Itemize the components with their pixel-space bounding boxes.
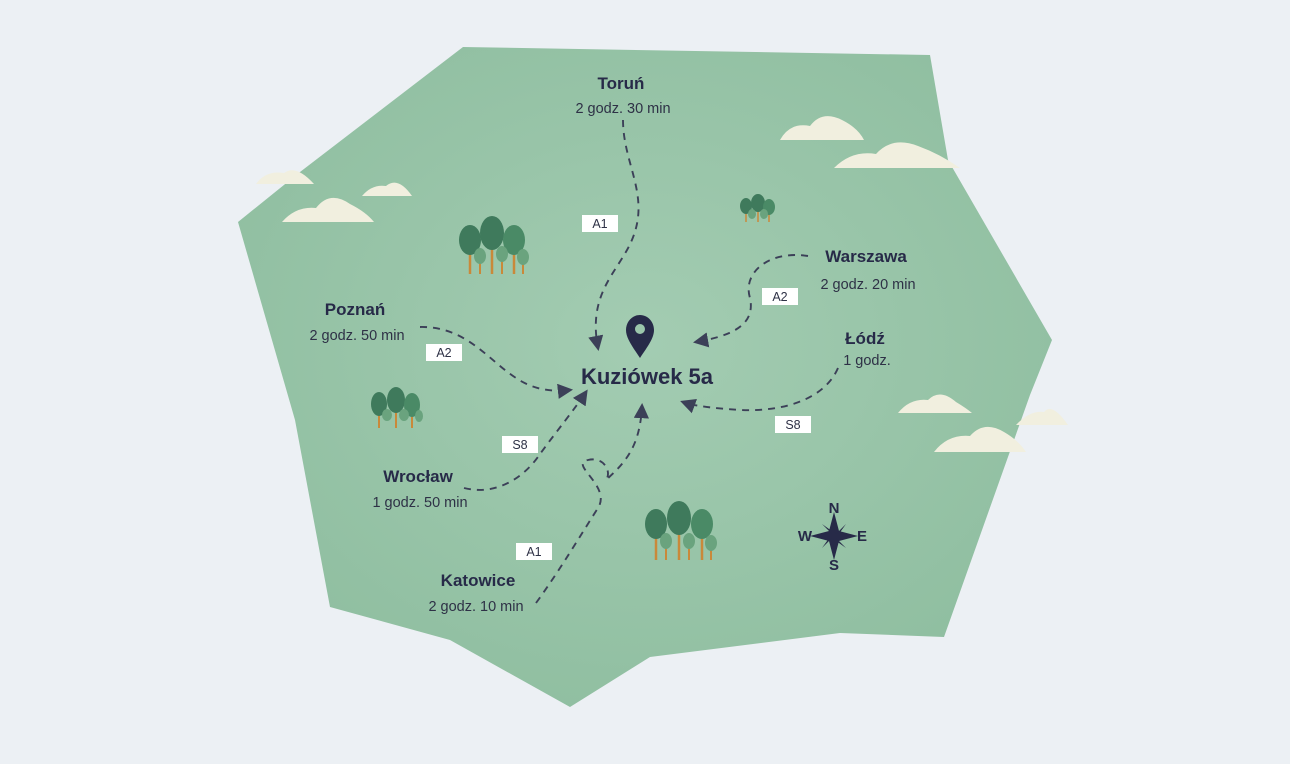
city-poznan: Poznań 2 godz. 50 min [309,300,404,344]
city-travel-time: 2 godz. 20 min [820,277,915,293]
city-lodz: Łódź 1 godz. [843,329,891,369]
cloud-icon [1016,408,1068,425]
road-badge-torun: A1 [582,215,618,232]
route-warszawa [693,254,809,348]
city-torun: Toruń 2 godz. 30 min [575,74,670,117]
route-wroclaw [463,389,588,491]
map-pin-icon [626,315,654,358]
svg-text:S8: S8 [785,418,800,432]
road-badge-katowice: A1 [516,543,552,560]
route-lodz [680,367,839,414]
route-poznan [419,326,574,399]
city-name: Toruń [598,74,645,93]
city-name: Wrocław [383,467,453,486]
forest-icon [645,501,717,560]
city-warszawa: Warszawa 2 godz. 20 min [820,247,915,293]
city-travel-time: 2 godz. 30 min [575,101,670,117]
cloud-icon [898,394,972,413]
road-badge-poznan: A2 [426,344,462,361]
cloud-icon [282,197,374,222]
cloud-icon [934,426,1026,452]
compass-west: W [798,528,813,545]
cloud-icon [780,116,864,140]
forest-icon [459,216,529,274]
compass-south: S [829,557,839,574]
city-katowice: Katowice 2 godz. 10 min [428,571,523,615]
route-torun [588,119,640,351]
road-badge-warszawa: A2 [762,288,798,305]
cloud-icon [256,170,314,184]
cloud-icon [362,182,412,196]
svg-text:A2: A2 [772,290,787,304]
city-name: Poznań [325,300,385,319]
compass-north: N [829,500,840,517]
svg-text:A1: A1 [526,545,541,559]
road-badge-wroclaw: S8 [502,436,538,453]
city-travel-time: 1 godz. 50 min [372,495,467,511]
svg-text:A1: A1 [592,217,607,231]
city-travel-time: 2 godz. 50 min [309,328,404,344]
city-travel-time: 1 godz. [843,353,891,369]
city-name: Katowice [441,571,516,590]
svg-text:S8: S8 [512,438,527,452]
road-badge-lodz: S8 [775,416,811,433]
svg-text:A2: A2 [436,346,451,360]
city-wroclaw: Wrocław 1 godz. 50 min [372,467,467,511]
compass-east: E [857,528,867,545]
compass-rose-icon: N E S W [798,500,867,574]
city-name: Łódź [845,329,885,348]
land-area [238,47,1052,707]
cloud-icon [834,142,960,168]
forest-icon [371,387,423,428]
forest-icon [740,194,775,222]
city-travel-time: 2 godz. 10 min [428,599,523,615]
city-name: Warszawa [825,247,907,266]
destination-name: Kuziówek 5a [581,364,714,389]
